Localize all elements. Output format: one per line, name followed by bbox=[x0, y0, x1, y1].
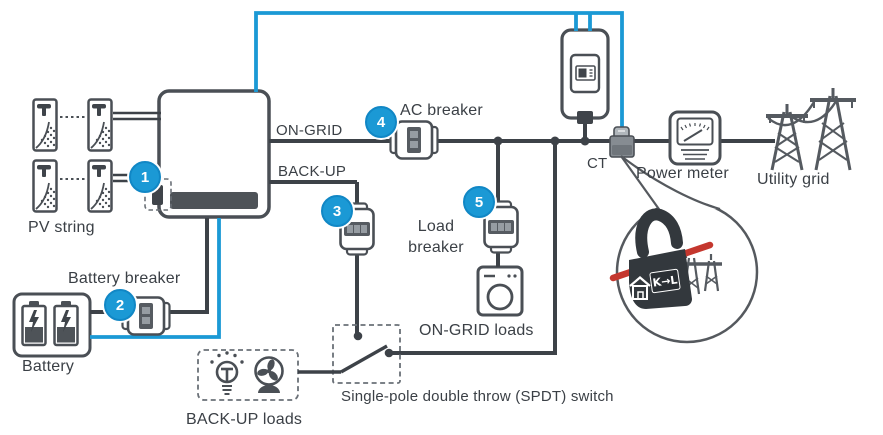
lightbulb-icon bbox=[210, 351, 244, 395]
battery-label: Battery bbox=[22, 358, 75, 375]
ct-kl-marking: K→L bbox=[652, 273, 678, 289]
washing-machine-icon bbox=[476, 265, 524, 317]
inverter bbox=[157, 89, 271, 219]
spdt-switch-label: Single-pole double throw (SPDT) switch bbox=[341, 388, 614, 405]
load-breaker-label: Load breaker bbox=[408, 218, 464, 256]
battery bbox=[12, 292, 92, 358]
signal-wires bbox=[90, 11, 624, 339]
badge-3: 3 bbox=[321, 195, 353, 227]
monitoring-device bbox=[560, 28, 610, 124]
back-up-port-label: BACK-UP bbox=[278, 163, 347, 180]
power-meter-label: Power meter bbox=[636, 165, 729, 182]
ct-label: CT bbox=[587, 155, 608, 172]
fan-icon bbox=[254, 356, 284, 393]
badge-1: 1 bbox=[129, 161, 161, 193]
on-grid-port-label: ON-GRID bbox=[276, 122, 343, 139]
ct-detail-callout: K→L bbox=[609, 155, 759, 344]
pv-string-icon bbox=[32, 98, 113, 213]
backup-loads-label: BACK-UP loads bbox=[186, 411, 303, 428]
badge-2: 2 bbox=[104, 289, 136, 321]
power-meter-icon bbox=[668, 110, 722, 166]
ct-clamp-large: K→L bbox=[629, 208, 692, 309]
battery-breaker-label: Battery breaker bbox=[68, 270, 181, 287]
backup-loads-box bbox=[197, 349, 299, 401]
ac-breaker-label: AC breaker bbox=[400, 102, 483, 119]
junction-dots bbox=[493, 136, 590, 146]
utility-grid-icon bbox=[766, 88, 856, 171]
badge-4: 4 bbox=[365, 106, 397, 138]
ongrid-loads-label: ON-GRID loads bbox=[419, 322, 534, 339]
house-icon bbox=[629, 276, 651, 300]
ac-breaker-icon bbox=[389, 120, 439, 160]
badge-5: 5 bbox=[463, 186, 495, 218]
spdt-switch bbox=[298, 324, 401, 384]
pv-string-label: PV string bbox=[28, 219, 95, 236]
utility-grid-label: Utility grid bbox=[757, 171, 830, 188]
ct-sensor-icon bbox=[609, 126, 635, 158]
